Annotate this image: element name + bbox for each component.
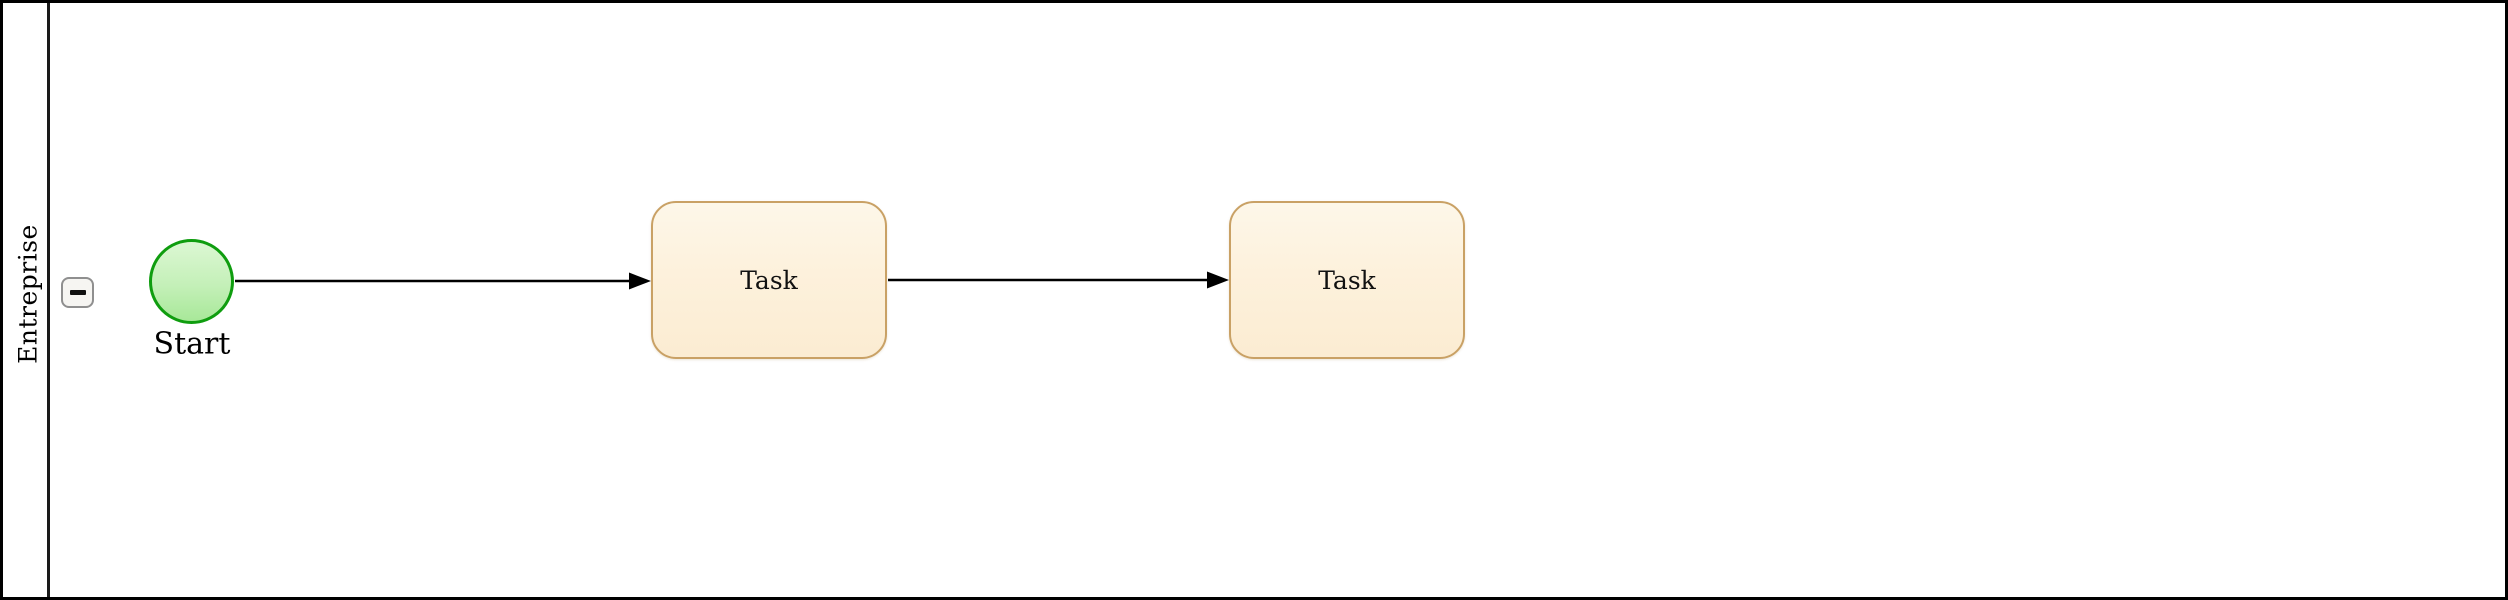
task-2-label: Task — [1318, 265, 1376, 295]
pool-collapse-button[interactable] — [61, 277, 94, 308]
start-event-node[interactable] — [149, 239, 234, 324]
pool-title: Entreprise — [13, 224, 43, 364]
start-event-label: Start — [153, 326, 231, 362]
task-node-2[interactable]: Task — [1229, 201, 1465, 359]
pool-label-strip: Entreprise — [3, 3, 50, 597]
task-node-1[interactable]: Task — [651, 201, 887, 359]
minus-icon — [69, 290, 86, 295]
task-1-label: Task — [740, 265, 798, 295]
